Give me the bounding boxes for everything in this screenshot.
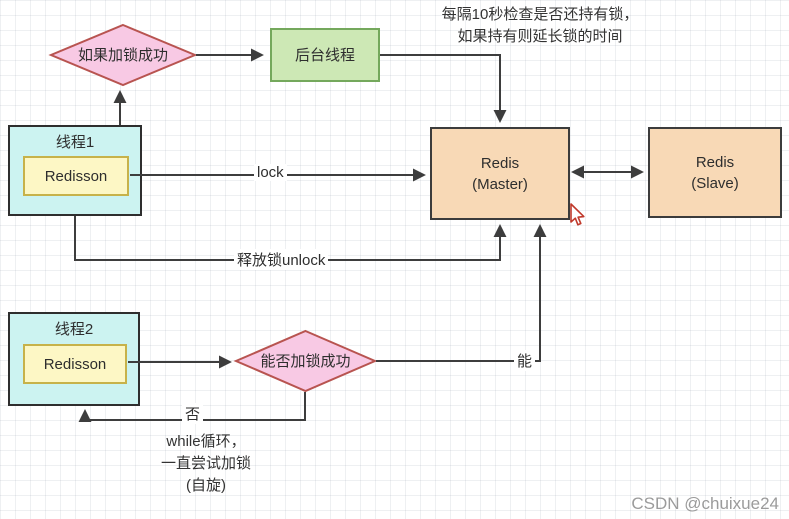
thread1-title: 线程1 <box>55 134 95 151</box>
edge-decision2-yes-to-master <box>376 224 547 362</box>
redis-slave-label-line2: (Slave) <box>691 174 739 192</box>
edge-bgthread-to-master <box>380 54 507 123</box>
decision-can-lock: 能否加锁成功 <box>233 329 378 393</box>
thread1-node: 线程1 Redisson <box>8 125 142 216</box>
mouse-cursor-icon <box>570 203 585 226</box>
renew-lock-note: 每隔10秒检查是否还持有锁， 如果持有则延长锁的时间 <box>412 4 668 48</box>
decision-lock-success-shape <box>48 23 198 87</box>
renew-lock-note-line2: 如果持有则延长锁的时间 <box>457 28 623 45</box>
renew-lock-note-line1: 每隔10秒检查是否还持有锁， <box>441 6 639 23</box>
spin-note-line3: (自旋) <box>186 477 226 494</box>
thread2-node: 线程2 Redisson <box>8 312 140 406</box>
redis-slave-node: Redis (Slave) <box>648 127 782 218</box>
background-thread-node: 后台线程 <box>270 28 380 82</box>
edge-label-lock: lock <box>254 164 287 181</box>
decision-can-lock-label: 能否加锁成功 <box>260 352 351 370</box>
decision-can-lock-shape <box>233 329 378 393</box>
thread1-redisson-node: Redisson <box>23 156 129 196</box>
edge-label-yes: 能 <box>514 350 536 371</box>
thread1-redisson-label: Redisson <box>44 167 108 185</box>
redis-slave-label-line1: Redis <box>695 153 735 171</box>
thread2-redisson-node: Redisson <box>23 344 127 384</box>
spin-note: while循环， 一直尝试加锁 (自旋) <box>136 431 276 497</box>
thread2-title: 线程2 <box>54 321 94 338</box>
spin-note-line1: while循环， <box>166 433 246 450</box>
decision-lock-success: 如果加锁成功 <box>48 23 198 87</box>
redis-master-label-line1: Redis <box>480 154 520 172</box>
redis-master-label-line2: (Master) <box>472 175 528 193</box>
spin-note-line2: 一直尝试加锁 <box>160 455 251 472</box>
decision-lock-success-label: 如果加锁成功 <box>77 46 168 64</box>
edge-label-unlock: 释放锁unlock <box>234 249 329 270</box>
edge-label-no: 否 <box>182 403 204 424</box>
csdn-watermark: CSDN @chuixue24 <box>631 494 779 513</box>
redis-master-node: Redis (Master) <box>430 127 570 220</box>
background-thread-label: 后台线程 <box>294 46 355 64</box>
thread2-redisson-label: Redisson <box>43 355 107 373</box>
